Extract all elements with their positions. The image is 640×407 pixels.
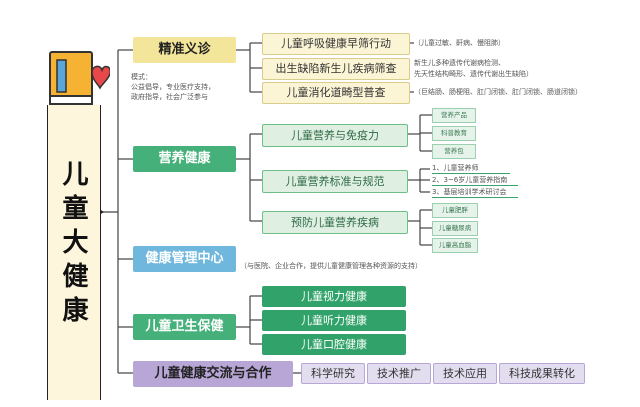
nutrition-sub[interactable]: 科普教育 [432, 126, 476, 141]
nutrition-item-standard[interactable]: 儿童营养标准与规范 [262, 170, 408, 193]
nutrition-item-immunity[interactable]: 儿童营养与免疫力 [262, 124, 408, 147]
nutrition-sub[interactable]: 营养包 [432, 144, 476, 159]
nutrition-sub[interactable]: 营养产品 [432, 108, 476, 123]
precision-note-respiratory: （儿童过敏、鼾病、慢阻肺） [414, 39, 505, 47]
branch-nutrition[interactable]: 营养健康 [133, 146, 236, 172]
nutrition-sub[interactable]: 儿童糖尿病 [432, 221, 478, 236]
side-note-line: 公益倡导，专业医疗支持， [131, 83, 215, 91]
exchange-item-transfer[interactable]: 科技成果转化 [499, 363, 585, 384]
root-title-text: 儿童大健康 [58, 160, 88, 330]
nutrition-sub[interactable]: 2、3~6岁儿童营养指南 [432, 175, 518, 186]
branch-hygiene[interactable]: 儿童卫生保健 [133, 314, 236, 340]
exchange-item-promotion[interactable]: 技术推广 [367, 363, 431, 384]
precision-note-birth-defect-1: 新生儿多种遗传代谢病检测、 [414, 59, 505, 67]
precision-item-birth-defect[interactable]: 出生缺陷新生儿疾病筛查 [262, 58, 410, 80]
precision-item-respiratory[interactable]: 儿童呼吸健康早筛行动 [262, 33, 410, 55]
hygiene-item-vision[interactable]: 儿童视力健康 [262, 286, 406, 307]
side-note: 模式： 公益倡导，专业医疗支持， 政府指导，社会广泛参与 [131, 72, 215, 102]
branch-exchange[interactable]: 儿童健康交流与合作 [133, 361, 293, 387]
root-title: 儿童大健康 [47, 145, 99, 345]
precision-item-digestive[interactable]: 儿童消化道畸型普查 [262, 82, 410, 104]
exchange-item-application[interactable]: 技术应用 [433, 363, 497, 384]
precision-note-digestive: （巨结肠、肠梗阻、肛门闭锁、肛门闭锁、肠道闭锁） [414, 88, 582, 96]
precision-note-birth-defect-2: 先天性结构畸形、遗传代谢出生缺陷） [414, 70, 533, 78]
branch-management[interactable]: 健康管理中心 [133, 246, 236, 272]
nutrition-sub[interactable]: 1、儿童营养师 [432, 163, 510, 174]
root-node [47, 105, 101, 400]
nutrition-item-prevent[interactable]: 预防儿童营养疾病 [262, 211, 408, 234]
hygiene-item-hearing[interactable]: 儿童听力健康 [262, 310, 406, 331]
side-note-line: 政府指导，社会广泛参与 [131, 93, 208, 101]
nutrition-sub[interactable]: 3、基层培训学术研讨会 [432, 187, 518, 198]
book-with-heart-icon [48, 50, 112, 110]
management-note: （与医院、企业合作，提供儿童健康管理各种资源的支持） [240, 262, 422, 270]
nutrition-sub[interactable]: 儿童肥胖 [432, 203, 478, 218]
exchange-item-research[interactable]: 科学研究 [301, 363, 365, 384]
side-note-line: 模式： [131, 73, 152, 81]
branch-precision[interactable]: 精准义诊 [133, 37, 236, 63]
hygiene-item-oral[interactable]: 儿童口腔健康 [262, 334, 406, 355]
nutrition-sub[interactable]: 儿童高血脂 [432, 238, 478, 253]
